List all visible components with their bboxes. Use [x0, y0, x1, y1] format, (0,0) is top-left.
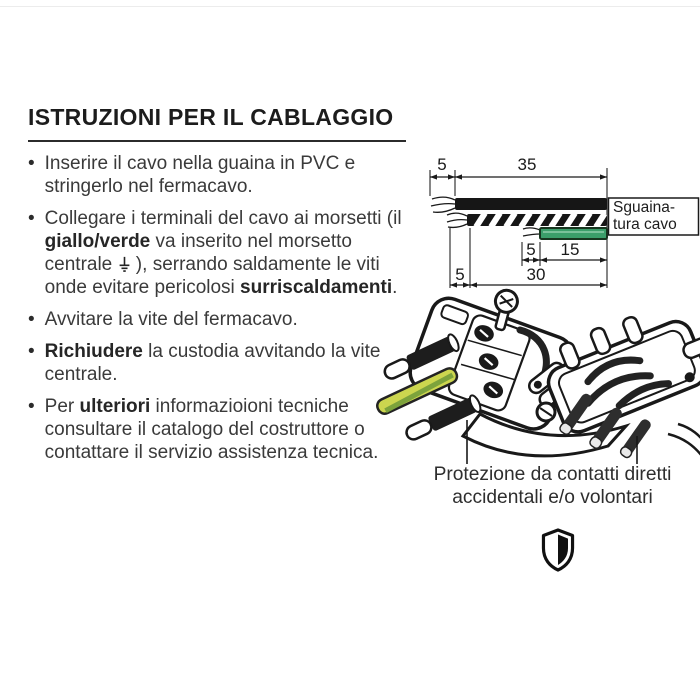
- bullet-dot: •: [28, 208, 35, 229]
- bullet-dot: •: [28, 309, 35, 330]
- center-screw-icon: [493, 288, 519, 332]
- bullet-text: Inserire il cavo nella guaina in PVC e s…: [44, 153, 356, 197]
- top-divider: [0, 6, 700, 7]
- earth-wire: [376, 367, 459, 415]
- dim-top-small: 5: [437, 155, 446, 174]
- label-line1: Sguaina-: [613, 199, 675, 216]
- label-box: [607, 197, 700, 236]
- instruction-bullet: • Per ulteriori informazioioni tecniche c…: [28, 395, 418, 464]
- bullet-dot: •: [28, 153, 35, 174]
- shield-icon: [541, 528, 575, 572]
- wire-black: [455, 198, 607, 210]
- instruction-bullet: • Avvitare la vite del fermacavo.: [28, 308, 418, 331]
- caption-line1: Protezione da contatti diretti: [433, 464, 672, 485]
- bullet-text: Richiudere la custodia avvitando la vite…: [44, 341, 381, 385]
- instruction-bullet: • Richiudere la custodia avvitando la vit…: [28, 340, 418, 386]
- bullet-text: Avvitare la vite del fermacavo.: [44, 309, 298, 330]
- cable-exit: [667, 422, 700, 456]
- earth-ground-icon: [119, 256, 129, 272]
- bullet-text: Per ulteriori informazioioni tecniche co…: [44, 396, 379, 463]
- wire-stripe-pattern: [473, 214, 607, 226]
- bullet-text: Collegare i terminali del cavo ai morset…: [44, 208, 402, 298]
- dim-bottom-large: 30: [527, 265, 546, 284]
- plug-back-illustration: [546, 315, 700, 464]
- instruction-bullet: • Inserire il cavo nella guaina in PVC e …: [28, 152, 418, 198]
- instruction-list: • Inserire il cavo nella guaina in PVC e …: [28, 152, 418, 473]
- dim-top-large: 35: [518, 155, 537, 174]
- dim-bottom-small: 5: [455, 265, 464, 284]
- dim-green-large: 15: [561, 240, 580, 259]
- caption-line2: accidentali e/o volontari: [452, 487, 653, 508]
- plug-illustrations: [376, 288, 700, 464]
- instruction-bullet: • Collegare i terminali del cavo ai morse…: [28, 207, 418, 299]
- bullet-dot: •: [28, 396, 35, 417]
- bullet-dot: •: [28, 341, 35, 362]
- plug-open-illustration: [376, 288, 631, 464]
- wire-green: [539, 227, 608, 240]
- protection-caption: Protezione da contatti diretti accidenta…: [405, 463, 700, 509]
- cable-stripping-diagram: Sguaina- tura cavo 5 35 5 15 5 30: [429, 155, 700, 288]
- label-line2: tura cavo: [613, 216, 677, 233]
- dimension-arrowheads: [430, 174, 607, 288]
- frayed-wire-strands: [430, 196, 541, 237]
- page-title: ISTRUZIONI PER IL CABLAGGIO: [28, 104, 406, 142]
- dim-green-small: 5: [526, 240, 535, 259]
